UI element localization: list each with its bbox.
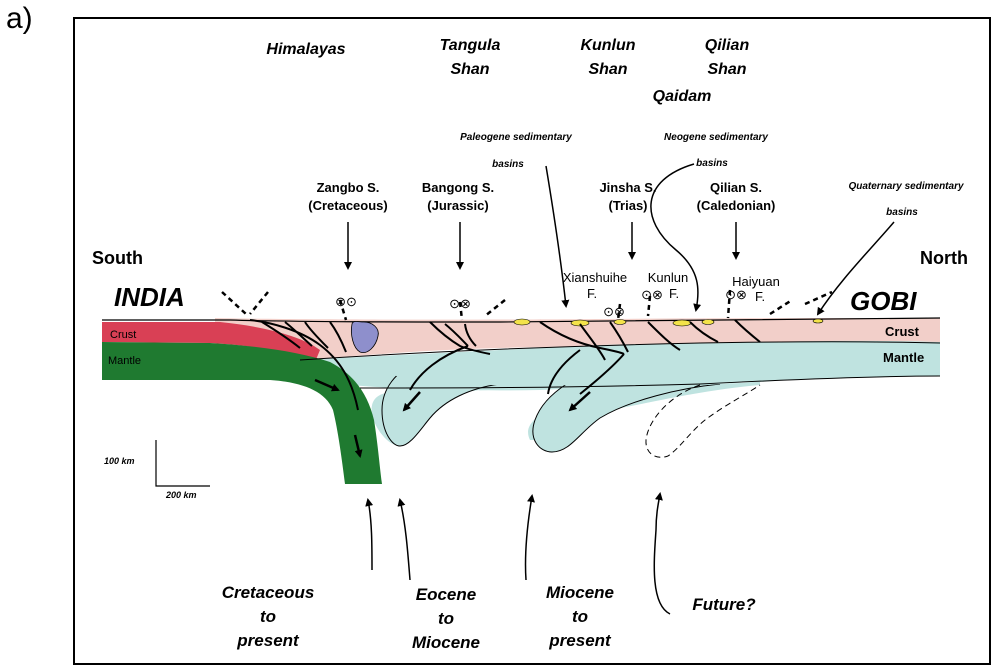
label-crust-india: Crust (110, 329, 136, 341)
label-jinsha-2: (Trias) (608, 198, 647, 213)
panel-label: a) (6, 2, 33, 36)
label-mantle-asia: Mantle (883, 350, 924, 365)
label-miocene-3: present (548, 631, 612, 650)
label-north: North (920, 248, 968, 268)
scale-vertical: 100 km (104, 456, 135, 466)
fault-symbol-bangong: ⊙⊗ (449, 296, 471, 311)
label-tangula-1: Tangula (440, 37, 501, 54)
label-zangbo-2: (Cretaceous) (308, 198, 387, 213)
label-paleogene-1: Paleogene sedimentary (460, 132, 572, 143)
label-bangong-1: Bangong S. (422, 180, 494, 195)
label-eocene-2: to (438, 609, 454, 628)
label-qilian-1: Qilian (705, 37, 750, 54)
label-gobi: GOBI (850, 286, 917, 316)
label-eocene-3: Miocene (412, 633, 480, 652)
label-haiyuan-2: F. (755, 289, 765, 304)
label-cretaceous-3: present (236, 631, 300, 650)
label-zangbo-1: Zangbo S. (317, 180, 380, 195)
label-kunlun-1: Kunlun (580, 37, 635, 54)
label-paleogene-2: basins (492, 159, 524, 170)
label-qaidam: Qaidam (653, 88, 712, 105)
label-kunlun-f-2: F. (669, 286, 679, 301)
label-crust-asia: Crust (885, 324, 920, 339)
label-south: South (92, 248, 143, 268)
label-miocene-2: to (572, 607, 588, 626)
label-xianshuihe-1: Xianshuihe (563, 270, 627, 285)
label-miocene-1: Miocene (546, 583, 614, 602)
label-bangong-2: (Jurassic) (427, 198, 488, 213)
label-quaternary-2: basins (886, 207, 918, 218)
label-quaternary-1: Quaternary sedimentary (848, 181, 963, 192)
label-qilian-s-2: (Caledonian) (697, 198, 776, 213)
label-qilian-2: Shan (707, 61, 746, 78)
fault-symbol-kunlun: ⊙⊗ (641, 287, 663, 302)
label-jinsha-1: Jinsha S. (599, 180, 656, 195)
label-mantle-india: Mantle (108, 355, 141, 367)
fault-symbol-zangbo: ⊗⊙ (335, 294, 357, 309)
label-eocene-1: Eocene (416, 585, 476, 604)
label-neogene-1: Neogene sedimentary (664, 132, 768, 143)
label-kunlun-2: Shan (588, 61, 627, 78)
label-tangula-2: Shan (450, 61, 489, 78)
label-india: INDIA (114, 282, 185, 312)
fault-symbol-xianshuihe: ⊙⊗ (603, 304, 625, 319)
label-himalayas: Himalayas (266, 41, 345, 58)
label-qilian-s-1: Qilian S. (710, 180, 762, 195)
label-neogene-2: basins (696, 158, 728, 169)
scale-horizontal: 200 km (165, 490, 197, 500)
label-kunlun-f-1: Kunlun (648, 270, 688, 285)
label-xianshuihe-2: F. (587, 286, 597, 301)
fault-symbol-haiyuan: ⊙⊗ (725, 287, 747, 302)
label-cretaceous-2: to (260, 607, 276, 626)
label-future: Future? (692, 595, 756, 614)
label-cretaceous-1: Cretaceous (222, 583, 315, 602)
